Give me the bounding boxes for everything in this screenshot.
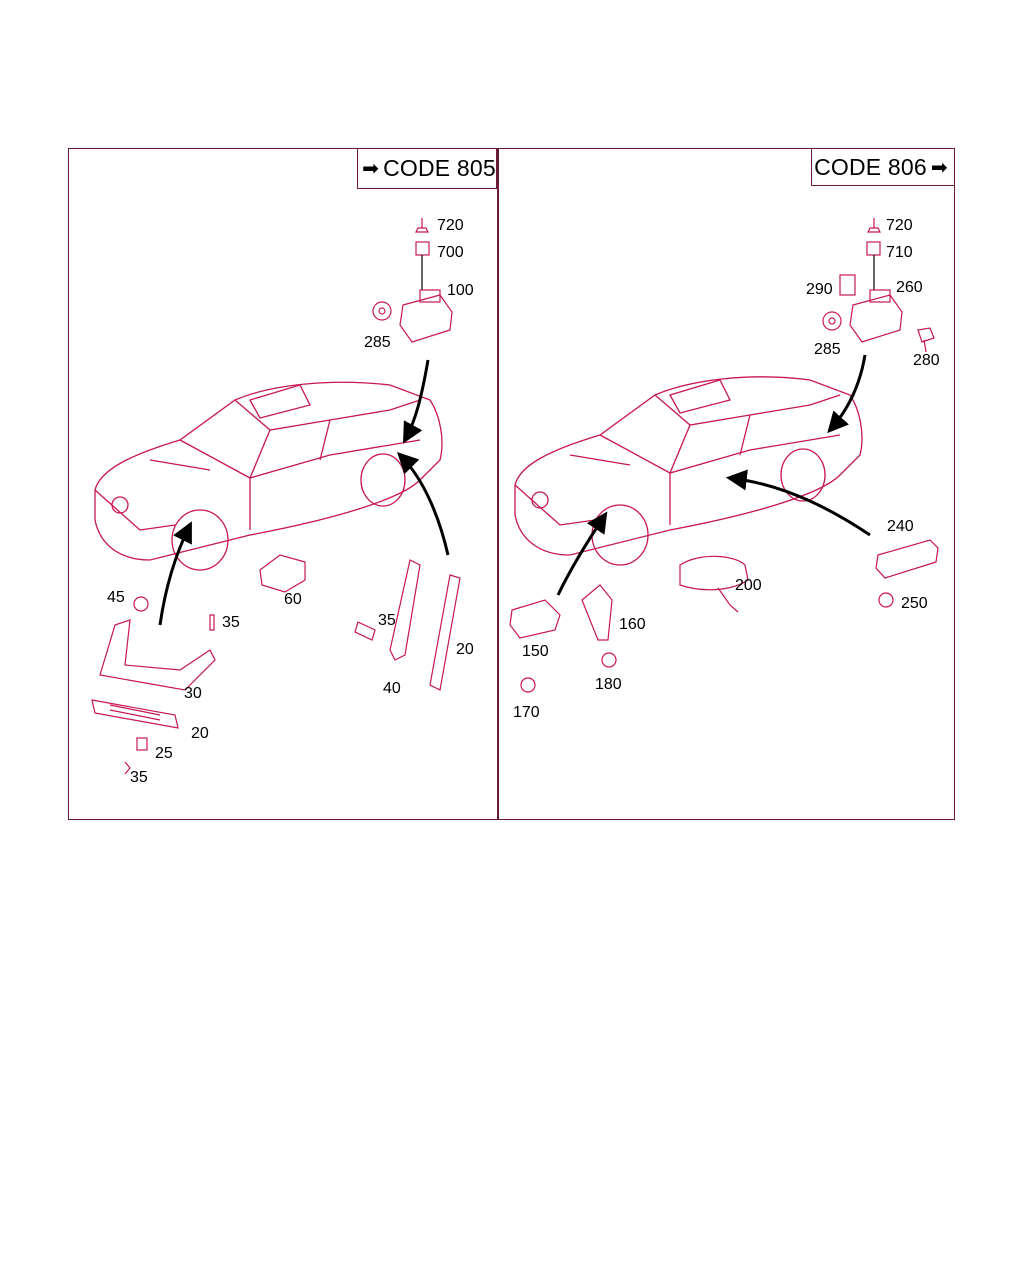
right-car-illustration: [514, 376, 863, 566]
callout-20-right: 20: [456, 641, 474, 658]
left-callout-labels: 720 700 100 285 45 35 60 35 20 30 40 20 …: [107, 217, 474, 786]
left-car-illustration: [94, 381, 443, 571]
right-callout-labels: 720 710 290 260 285 280 240 200 250 150 …: [513, 217, 940, 721]
callout-260: 260: [896, 279, 923, 296]
callout-710: 710: [886, 244, 913, 261]
code-805-text: CODE 805: [383, 155, 496, 181]
callout-45: 45: [107, 589, 125, 606]
code-806-label: CODE 806 ➡: [811, 148, 955, 186]
callout-160: 160: [619, 616, 646, 633]
left-parts: [91, 218, 461, 775]
callout-25: 25: [155, 745, 173, 762]
callout-700: 700: [437, 244, 464, 261]
right-leader-arrows: [556, 354, 871, 596]
callout-20-lower: 20: [191, 725, 209, 742]
callout-35-upper: 35: [222, 614, 240, 631]
diagram-frame: [68, 148, 955, 820]
code-805-label: ➡ CODE 805: [357, 148, 497, 189]
right-arrow-icon: ➡: [930, 156, 948, 179]
callout-60: 60: [284, 591, 302, 608]
callout-720: 720: [886, 217, 913, 234]
callout-280: 280: [913, 352, 940, 369]
callout-290: 290: [806, 281, 833, 298]
callout-180: 180: [595, 676, 622, 693]
right-arrow-icon: ➡: [362, 158, 380, 180]
callout-35-lower: 35: [130, 769, 148, 786]
left-leader-arrows: [158, 359, 450, 626]
callout-40: 40: [383, 680, 401, 697]
callout-35-right: 35: [378, 612, 396, 629]
code-806-text: CODE 806: [814, 153, 927, 180]
panel-divider: [497, 148, 499, 820]
callout-170: 170: [513, 704, 540, 721]
callout-285: 285: [364, 334, 391, 351]
callout-250: 250: [901, 595, 928, 612]
callout-285: 285: [814, 341, 841, 358]
callout-100: 100: [447, 282, 474, 299]
callout-30: 30: [184, 685, 202, 702]
callout-720: 720: [437, 217, 464, 234]
callout-200: 200: [735, 577, 762, 594]
right-parts: [509, 218, 939, 693]
callout-240: 240: [887, 518, 914, 535]
callout-150: 150: [522, 643, 549, 660]
